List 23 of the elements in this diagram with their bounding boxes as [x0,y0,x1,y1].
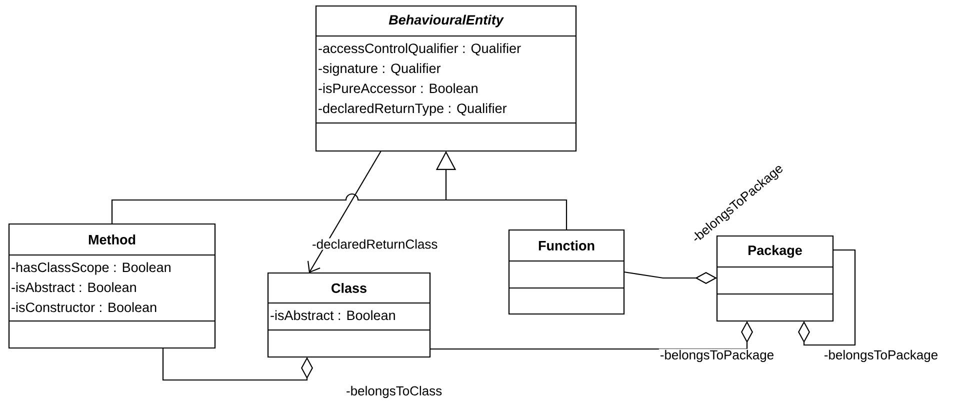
edge-label: -belongsToPackage [822,348,940,364]
attribute-text: -isConstructor : Boolean [12,302,156,312]
class-box [267,272,431,358]
class-box [8,223,216,349]
attribute-text: -hasClassScope : Boolean [12,262,170,275]
class-name: Function [538,240,594,250]
edge-label: -belongsToPackage [658,348,776,364]
class-name: Package [748,245,802,258]
attribute-text: -declaredReturnType : Qualifier [318,103,507,116]
attribute-text: -isPureAccessor : Boolean [318,83,478,94]
class-name: BehaviouralEntity [388,14,504,28]
class-box [508,229,625,315]
class-box [315,5,577,152]
association-arrow [307,150,382,273]
attribute-text: -isAbstract : Boolean [12,282,136,292]
edge-label: -belongsToClass [345,384,444,400]
attribute-text: -signature : Qualifier [318,63,441,76]
class-name: Class [332,283,366,293]
class-name: Method [88,234,136,244]
attribute-text: -isAbstract : Boolean [270,310,395,320]
attribute-text: -accessControlQualifier : Qualifier [318,43,521,56]
edge-label: -declaredReturnClass [311,238,439,250]
aggregation-line [798,249,856,346]
